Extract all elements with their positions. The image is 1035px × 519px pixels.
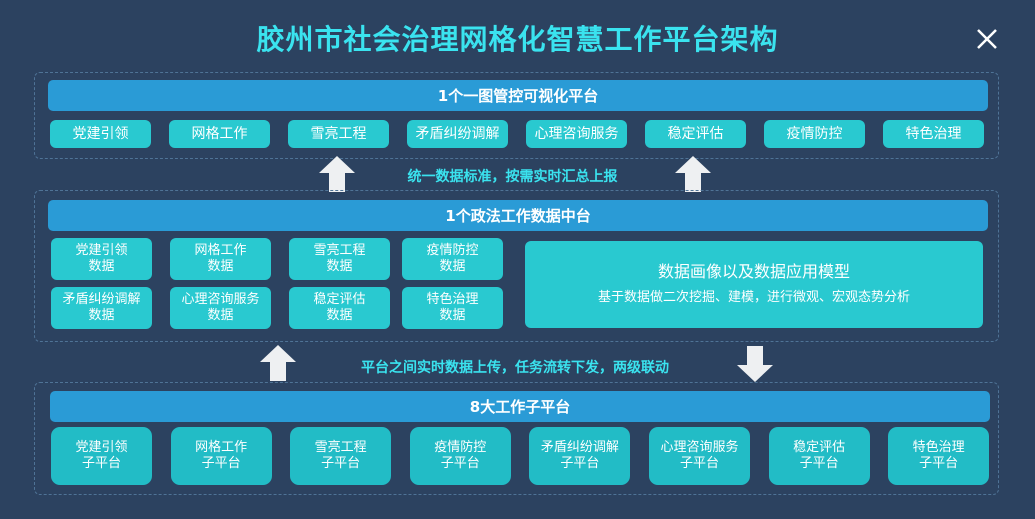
data-model-title: 数据画像以及数据应用模型 [657,261,850,281]
tile-label: 特色治理 [426,292,479,307]
data-model-desc: 基于数据做二次挖掘、建模，进行微观、宏观态势分析 [597,289,910,305]
tile-label: 矛盾纠纷调解 [540,440,619,455]
tile-label: 雪亮工程 [314,440,367,455]
connector-note-1: 统一数据标准，按需实时汇总上报 [407,169,618,185]
data-module-tile[interactable]: 疫情防控数据 [402,238,503,280]
tile-label: 雪亮工程 [313,243,366,258]
data-module-tile[interactable]: 特色治理数据 [402,287,503,329]
data-module-tile[interactable]: 雪亮工程数据 [289,238,390,280]
tile-label: 网格工作 [191,126,248,142]
tile-label: 心理咨询服务 [181,292,260,307]
tile-label: 稳定评估 [667,126,724,142]
tile-label: 数据 [207,259,234,274]
tile-label: 雪亮工程 [310,126,367,142]
tile-label: 数据 [326,308,353,323]
tile-label: 数据 [88,259,115,274]
tile-label: 数据 [439,259,466,274]
tile-label: 心理咨询服务 [534,126,619,142]
arrow-up-icon [319,156,355,192]
data-module-tile[interactable]: 网格工作数据 [170,238,271,280]
sub-platform-tile[interactable]: 矛盾纠纷调解子平台 [529,427,631,485]
tile-label: 子平台 [201,456,241,471]
sub-platform-tile[interactable]: 疫情防控子平台 [409,427,511,485]
tile-label: 特色治理 [912,440,965,455]
sub-platform-tile[interactable]: 党建引领子平台 [51,427,152,485]
layer2-box [34,190,999,342]
tile-label: 子平台 [560,456,600,471]
tile-label: 数据 [326,259,353,274]
tile-label: 党建引领 [75,440,128,455]
page-title: 胶州市社会治理网格化智慧工作平台架构 [256,23,779,56]
tile-label: 疫情防控 [426,243,479,258]
tile-label: 疫情防控 [786,126,843,142]
platform-module-tile[interactable]: 心理咨询服务 [526,120,627,148]
layer2-header: 1个政法工作数据中台 [48,200,988,231]
tile-label: 子平台 [321,456,361,471]
arrow-down-icon [737,346,773,382]
tile-label: 子平台 [679,456,719,471]
tile-label: 数据 [88,308,115,323]
tile-label: 稳定评估 [793,440,846,455]
sub-platform-tile[interactable]: 雪亮工程子平台 [290,427,392,485]
sub-platform-tile[interactable]: 心理咨询服务子平台 [649,427,750,485]
tile-label: 党建引领 [75,243,128,258]
layer3-box [34,382,999,495]
tile-label: 疫情防控 [434,440,487,455]
tile-label: 矛盾纠纷调解 [415,126,500,142]
data-model-panel: 数据画像以及数据应用模型 基于数据做二次挖掘、建模，进行微观、宏观态势分析 [525,241,983,328]
tile-label: 子平台 [81,456,121,471]
tile-label: 子平台 [440,456,480,471]
tile-label: 矛盾纠纷调解 [62,292,141,307]
connector-note-2: 平台之间实时数据上传，任务流转下发，两级联动 [361,360,669,376]
tile-label: 网格工作 [195,440,248,455]
tile-label: 特色治理 [905,126,962,142]
tile-label: 党建引领 [72,126,129,142]
platform-module-tile[interactable]: 网格工作 [169,120,270,148]
tile-label: 子平台 [799,456,839,471]
tile-label: 数据 [207,308,234,323]
layer1-header: 1个一图管控可视化平台 [48,80,988,111]
platform-module-tile[interactable]: 疫情防控 [764,120,865,148]
platform-module-tile[interactable]: 矛盾纠纷调解 [407,120,508,148]
tile-label: 数据 [439,308,466,323]
platform-module-tile[interactable]: 党建引领 [50,120,151,148]
layer3-header: 8大工作子平台 [50,391,990,422]
close-icon[interactable] [972,24,1002,54]
layer1-box [34,72,999,159]
sub-platform-tile[interactable]: 特色治理子平台 [888,427,990,485]
data-module-tile[interactable]: 稳定评估数据 [289,287,390,329]
sub-platform-tile[interactable]: 网格工作子平台 [170,427,272,485]
arrow-up-icon [260,345,296,381]
tile-label: 心理咨询服务 [660,440,739,455]
data-module-tile[interactable]: 心理咨询服务数据 [170,287,271,329]
arrow-up-icon [675,156,711,192]
platform-module-tile[interactable]: 特色治理 [883,120,984,148]
platform-module-tile[interactable]: 稳定评估 [645,120,746,148]
data-module-tile[interactable]: 党建引领数据 [51,238,152,280]
tile-label: 稳定评估 [313,292,366,307]
data-module-tile[interactable]: 矛盾纠纷调解数据 [51,287,152,329]
tile-label: 网格工作 [194,243,247,258]
sub-platform-tile[interactable]: 稳定评估子平台 [768,427,870,485]
tile-label: 子平台 [919,456,959,471]
platform-module-tile[interactable]: 雪亮工程 [288,120,389,148]
